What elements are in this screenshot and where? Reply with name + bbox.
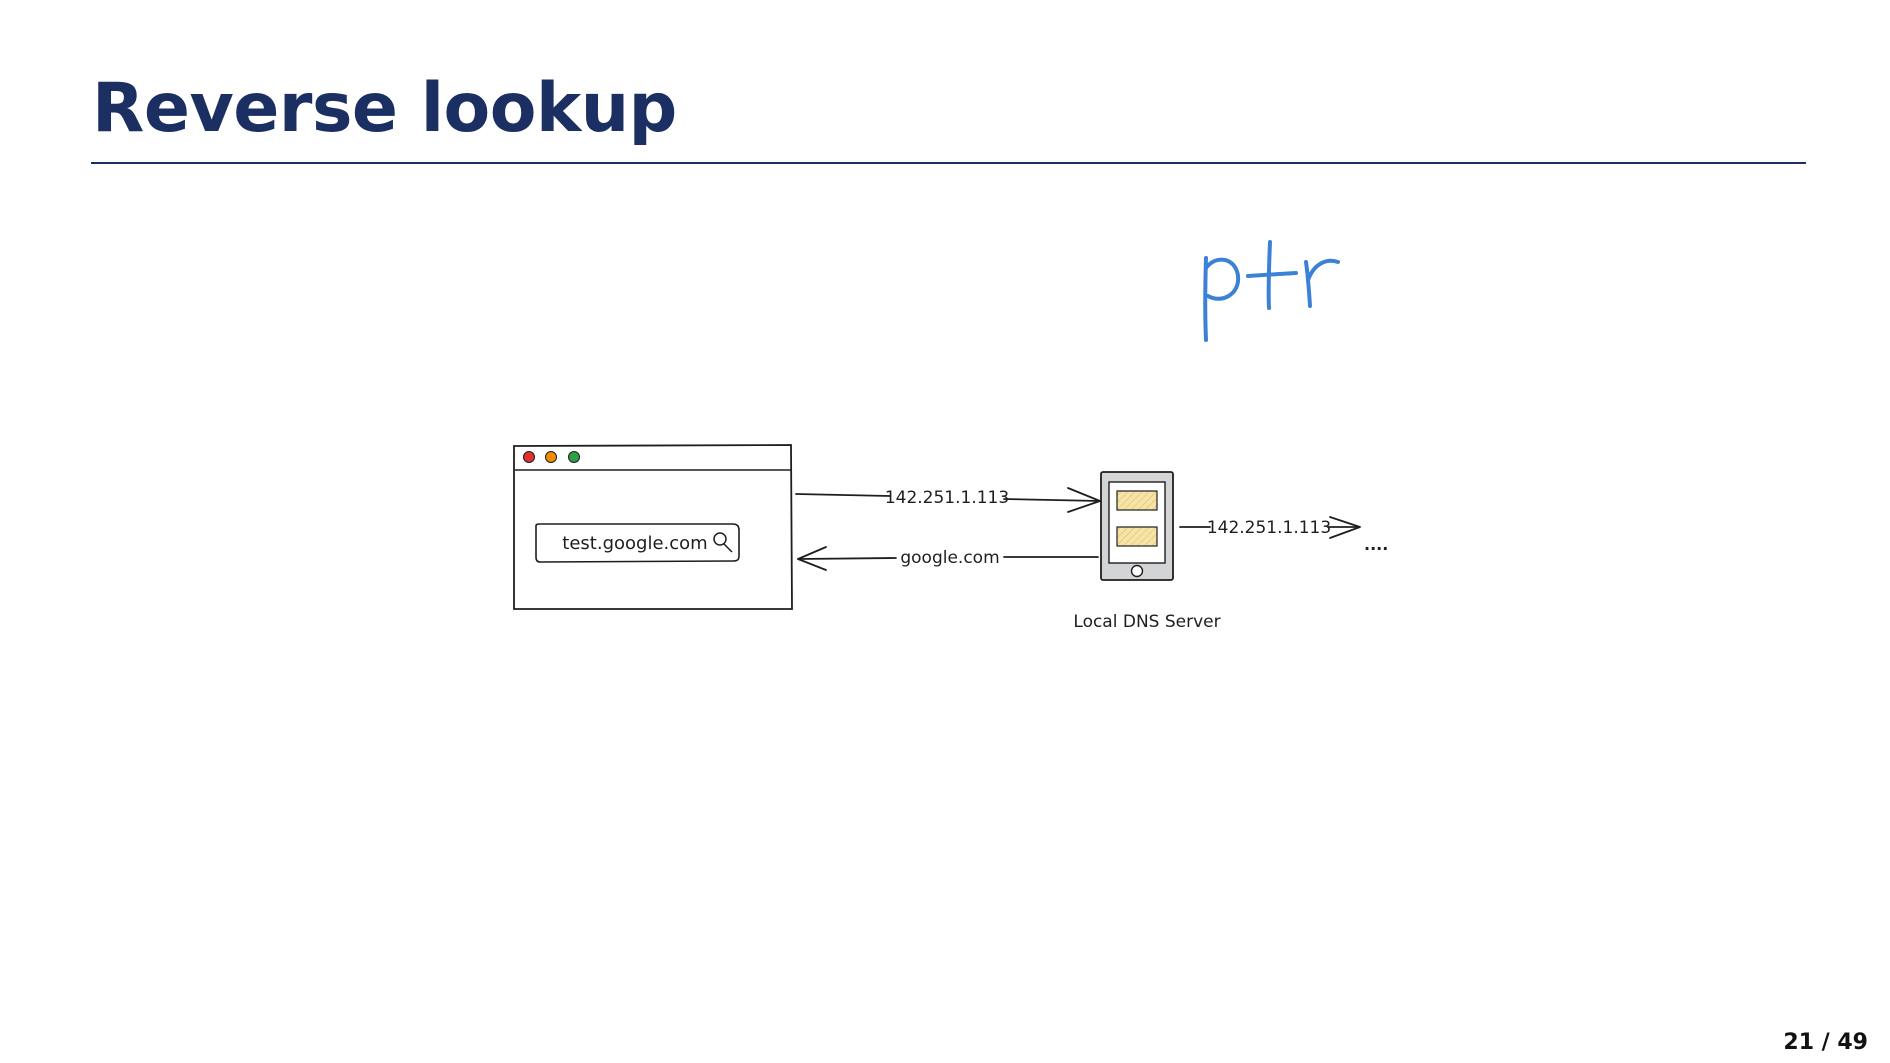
browser-address-bar: test.google.com [535, 523, 740, 563]
page-number: 21 / 49 [1783, 1030, 1868, 1055]
server-slot-lower [1116, 526, 1158, 547]
server-slot-upper [1116, 490, 1158, 511]
forward-label: 142.251.1.113 [1207, 518, 1331, 538]
search-icon [713, 532, 733, 553]
response-arrow: google.com [797, 546, 1099, 571]
window-maximize-dot [568, 451, 580, 463]
request-label: 142.251.1.113 [885, 488, 1009, 508]
response-label: google.com [900, 548, 999, 568]
title-underline [91, 162, 1806, 164]
slide-title: Reverse lookup [92, 69, 677, 148]
server-label: Local DNS Server [1073, 612, 1220, 632]
continuation-dots: .... [1364, 535, 1388, 554]
server-button [1130, 564, 1144, 578]
address-bar-value: test.google.com [562, 533, 707, 554]
browser-window: test.google.com [513, 444, 793, 610]
dns-server-device [1100, 471, 1174, 581]
forward-arrow: 142.251.1.113 [1179, 516, 1361, 539]
window-minimize-dot [545, 451, 557, 463]
window-close-dot [523, 451, 535, 463]
ptr-annotation-text: ptr [1258, 281, 1288, 305]
ptr-annotation: ptr [1203, 240, 1340, 342]
request-arrow: 142.251.1.113 [795, 487, 1101, 513]
